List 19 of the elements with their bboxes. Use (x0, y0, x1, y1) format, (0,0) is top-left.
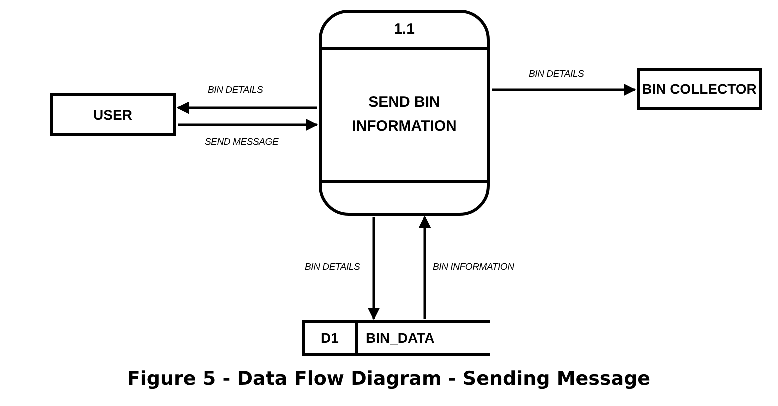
process-number: 1.1 (394, 20, 415, 40)
data-store (302, 320, 490, 356)
external-entity: USER (50, 93, 176, 136)
store-name: BIN_DATA (366, 328, 435, 348)
edge-label: BIN DETAILS (304, 262, 362, 273)
data-flow-arrow (178, 118, 318, 132)
figure-caption: Figure 5 - Data Flow Diagram - Sending Message (127, 368, 651, 390)
data-flow-arrow (492, 84, 636, 96)
data-flow-arrow (176, 102, 317, 114)
edge-label: SEND MESSAGE (204, 137, 280, 148)
external-entity: BIN COLLECTOR (637, 68, 762, 110)
edge-label: BIN INFORMATION (432, 262, 516, 273)
edge-label: BIN DETAILS (528, 69, 586, 80)
data-flow-arrow (418, 216, 432, 319)
store-id: D1 (321, 328, 339, 348)
process-box (319, 10, 490, 216)
process-name: SEND BIN INFORMATION (351, 93, 458, 137)
edge-label: BIN DETAILS (207, 85, 264, 96)
data-flow-arrow (368, 217, 380, 320)
